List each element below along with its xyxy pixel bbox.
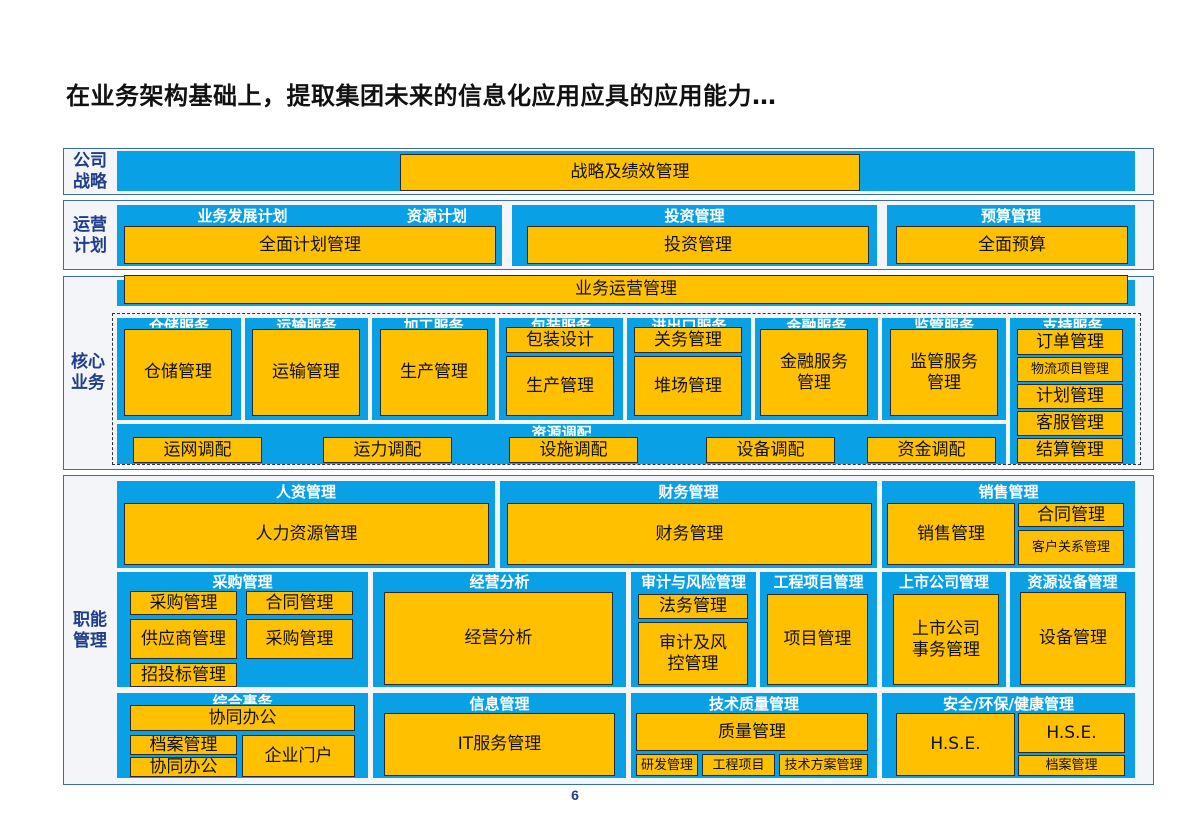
ops-header-plan: 业务发展计划	[197, 207, 288, 225]
func-box-quality[interactable]: 质量管理	[636, 713, 868, 751]
core-header-processing: 加工服务	[403, 317, 464, 328]
core-top-box[interactable]: 业务运营管理	[124, 275, 1128, 304]
core-resource-network[interactable]: 运网调配	[133, 437, 262, 463]
core-resource-header: 资源调配	[531, 424, 592, 436]
func-box-analysis[interactable]: 经营分析	[384, 592, 613, 685]
core-box-customer-service[interactable]: 客服管理	[1017, 411, 1123, 436]
core-resource-capacity[interactable]: 运力调配	[323, 437, 452, 463]
func-box-eng-project[interactable]: 工程项目	[702, 754, 775, 776]
func-box-listed[interactable]: 上市公司 事务管理	[893, 594, 999, 685]
core-box-supervision[interactable]: 监管服务 管理	[890, 329, 998, 416]
core-box-production[interactable]: 生产管理	[380, 329, 488, 416]
func-header-finance: 财务管理	[658, 483, 719, 501]
core-resource-facility[interactable]: 设施调配	[509, 437, 638, 463]
func-header-purchase: 采购管理	[212, 573, 273, 591]
func-box-contract[interactable]: 合同管理	[246, 591, 353, 615]
core-box-warehouse[interactable]: 仓储管理	[124, 329, 232, 416]
func-header-sales: 销售管理	[978, 483, 1039, 501]
func-box-archive[interactable]: 档案管理	[130, 735, 237, 755]
func-header-general: 综合事务	[212, 693, 273, 704]
func-header-tech: 技术质量管理	[708, 695, 799, 713]
core-header-package: 包装服务	[530, 317, 591, 328]
core-header-supervision: 监管服务	[913, 317, 974, 328]
func-box-legal[interactable]: 法务管理	[638, 594, 748, 619]
section-label-strategy: 公司 战略	[73, 151, 107, 192]
section-label-core: 核心 业务	[71, 352, 105, 393]
func-box-project[interactable]: 项目管理	[767, 594, 868, 685]
ops-box-invest[interactable]: 投资管理	[527, 226, 869, 264]
core-resource-funds[interactable]: 资金调配	[867, 437, 996, 463]
core-box-order[interactable]: 订单管理	[1017, 329, 1123, 355]
strategy-box[interactable]: 战略及绩效管理	[400, 154, 860, 191]
core-header-support: 支持服务	[1042, 317, 1103, 328]
func-header-audit: 审计与风险管理	[640, 573, 746, 591]
core-resource-equipment[interactable]: 设备调配	[706, 437, 835, 463]
func-header-equipment: 资源设备管理	[1027, 573, 1118, 591]
core-header-warehouse: 仓储服务	[148, 317, 209, 328]
func-box-portal[interactable]: 企业门户	[242, 735, 355, 777]
func-box-audit[interactable]: 审计及风 控管理	[638, 622, 748, 685]
func-header-analysis: 经营分析	[469, 573, 530, 591]
func-box-hse1[interactable]: H.S.E.	[896, 713, 1015, 776]
ops-header-invest: 投资管理	[664, 207, 725, 225]
func-box-sales[interactable]: 销售管理	[887, 503, 1015, 565]
func-box-bidding[interactable]: 招投标管理	[130, 663, 237, 687]
core-box-settlement[interactable]: 结算管理	[1017, 438, 1123, 463]
func-box-hse-archive[interactable]: 档案管理	[1018, 755, 1125, 776]
page-title: 在业务架构基础上，提取集团未来的信息化应用应具的应用能力…	[66, 82, 777, 110]
func-header-hr: 人资管理	[275, 483, 336, 501]
core-box-package-production[interactable]: 生产管理	[506, 356, 614, 416]
func-box-supplier[interactable]: 供应商管理	[130, 619, 237, 659]
func-box-sales-contract[interactable]: 合同管理	[1018, 503, 1124, 527]
ops-header-budget: 预算管理	[980, 207, 1041, 225]
ops-header-resource: 资源计划	[406, 207, 467, 225]
core-box-package-design[interactable]: 包装设计	[506, 327, 614, 353]
func-box-purchase2[interactable]: 采购管理	[246, 619, 353, 659]
ops-box-budget[interactable]: 全面预算	[896, 226, 1128, 264]
func-box-finance[interactable]: 财务管理	[507, 503, 872, 565]
func-box-hr[interactable]: 人力资源管理	[124, 503, 489, 565]
func-box-collab1[interactable]: 协同办公	[130, 705, 355, 731]
section-label-operations: 运营 计划	[73, 215, 107, 256]
core-box-customs[interactable]: 关务管理	[634, 327, 742, 353]
func-box-equipment[interactable]: 设备管理	[1020, 592, 1126, 685]
func-box-hse2[interactable]: H.S.E.	[1018, 713, 1125, 753]
core-box-plan[interactable]: 计划管理	[1017, 384, 1123, 409]
ops-box-plan[interactable]: 全面计划管理	[124, 226, 496, 264]
core-header-finance: 金融服务	[786, 317, 847, 328]
func-header-it: 信息管理	[469, 695, 530, 713]
func-box-rd[interactable]: 研发管理	[636, 754, 698, 776]
core-box-finance[interactable]: 金融服务 管理	[760, 329, 868, 416]
core-box-yard[interactable]: 堆场管理	[634, 356, 742, 416]
core-header-import: 进出口服务	[651, 317, 727, 328]
section-label-functional: 职能 管理	[73, 610, 107, 651]
core-header-transport: 运输服务	[276, 317, 337, 328]
func-header-engineering: 工程项目管理	[773, 573, 864, 591]
core-box-transport[interactable]: 运输管理	[252, 329, 360, 416]
func-header-hse: 安全/环保/健康管理	[943, 695, 1074, 713]
func-header-listed: 上市公司管理	[898, 573, 989, 591]
func-box-crm[interactable]: 客户关系管理	[1018, 530, 1124, 565]
func-box-it-service[interactable]: IT服务管理	[384, 713, 615, 776]
core-box-logistics-project[interactable]: 物流项目管理	[1017, 357, 1123, 382]
func-box-tech-plan[interactable]: 技术方案管理	[779, 754, 868, 776]
page-number: 6	[571, 787, 579, 803]
core-dashed-frame	[112, 313, 1141, 465]
func-box-collab2[interactable]: 协同办公	[130, 757, 237, 777]
func-box-purchase1[interactable]: 采购管理	[130, 591, 237, 615]
